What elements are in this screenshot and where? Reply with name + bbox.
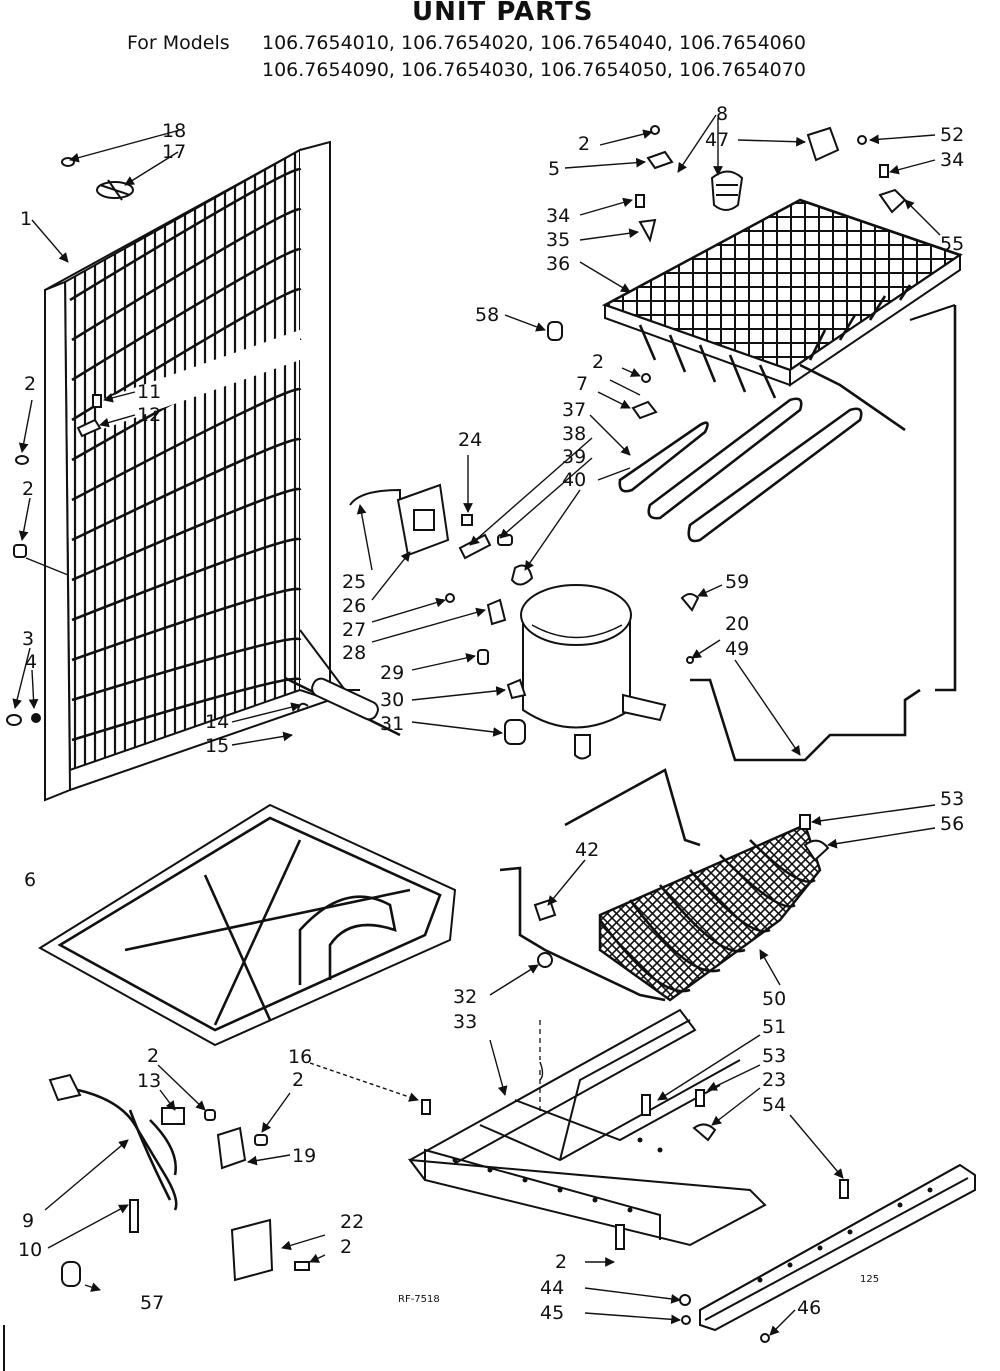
callout-40: 40: [562, 469, 586, 491]
callout-8: 8: [716, 103, 728, 125]
callout-29: 29: [380, 662, 404, 684]
callout-13: 13: [137, 1070, 161, 1092]
callout-26: 26: [342, 595, 366, 617]
callout-2-b: 2: [22, 478, 34, 500]
callout-44: 44: [540, 1277, 564, 1299]
callout-46: 46: [797, 1297, 821, 1319]
callout-58: 58: [475, 304, 499, 326]
drier: [284, 676, 401, 737]
callout-2-d: 2: [592, 351, 604, 373]
callout-2-c: 2: [578, 133, 590, 155]
callout-19: 19: [292, 1145, 316, 1167]
callout-28: 28: [342, 642, 366, 664]
callout-27: 27: [342, 619, 366, 641]
suction-tubes: [680, 593, 921, 762]
callout-2-h: 2: [555, 1251, 567, 1273]
models-prefix: For Models: [127, 32, 230, 54]
compressor: [477, 584, 667, 760]
drawing-code: RF-7518: [398, 1294, 440, 1305]
callout-24: 24: [458, 429, 482, 451]
callout-18: 18: [162, 120, 186, 142]
callout-38: 38: [562, 423, 586, 445]
callout-54: 54: [762, 1094, 786, 1116]
callout-23: 23: [762, 1069, 786, 1091]
callout-36: 36: [546, 253, 570, 275]
callout-2-a: 2: [24, 373, 36, 395]
callout-47: 47: [705, 129, 729, 151]
callout-53-a: 53: [940, 788, 964, 810]
callout-52: 52: [940, 124, 964, 146]
callout-31: 31: [380, 713, 404, 735]
callout-53-b: 53: [762, 1045, 786, 1067]
page-title: UNIT PARTS: [412, 0, 593, 27]
callout-39: 39: [562, 446, 586, 468]
callout-15: 15: [205, 735, 229, 757]
callout-labels: 18 17 1 11 12 2 2 3 4 14 15 2 5 8 47 52 …: [18, 103, 964, 1324]
grommet-58: [547, 321, 563, 341]
leader-lines: [12, 114, 941, 1336]
callout-2-e: 2: [292, 1069, 304, 1091]
callout-2-f: 2: [147, 1045, 159, 1067]
callout-34-b: 34: [546, 205, 570, 227]
callout-6: 6: [24, 869, 36, 891]
callout-3: 3: [22, 628, 34, 650]
callout-45: 45: [540, 1302, 564, 1324]
callout-22: 22: [340, 1211, 364, 1233]
callout-55: 55: [940, 233, 964, 255]
callout-34-a: 34: [940, 149, 964, 171]
callout-9: 9: [22, 1210, 34, 1232]
callout-50: 50: [762, 988, 786, 1010]
front-rail: [421, 1089, 976, 1343]
back-coil-condenser: [44, 140, 360, 802]
callout-10: 10: [18, 1239, 42, 1261]
condenser-coil: [499, 768, 830, 1002]
callout-4: 4: [25, 651, 37, 673]
callout-32: 32: [453, 986, 477, 1008]
power-cord: [48, 1073, 310, 1287]
header: UNIT PARTS For Models 106.7654010, 106.7…: [127, 0, 806, 81]
callout-33: 33: [453, 1011, 477, 1033]
base-frame: [407, 1008, 767, 1247]
evaporator-shelf: [601, 198, 963, 692]
callout-49: 49: [725, 638, 749, 660]
models-line-2: 106.7654090, 106.7654030, 106.7654050, 1…: [262, 59, 806, 81]
fan-blade-part: [61, 157, 134, 201]
callout-20: 20: [725, 613, 749, 635]
callout-2-g: 2: [340, 1236, 352, 1258]
relay-cover: [349, 483, 534, 626]
callout-37: 37: [562, 399, 586, 421]
callout-14: 14: [205, 711, 229, 733]
callout-57: 57: [140, 1292, 164, 1314]
callout-12: 12: [137, 404, 161, 426]
heater-loops: [609, 363, 906, 543]
callout-30: 30: [380, 689, 404, 711]
drain-pan: [38, 803, 457, 1047]
callout-35: 35: [546, 229, 570, 251]
top-fittings: [635, 125, 907, 243]
callout-7: 7: [576, 373, 588, 395]
callout-25: 25: [342, 571, 366, 593]
callout-5: 5: [548, 158, 560, 180]
callout-1: 1: [20, 208, 32, 230]
callout-51: 51: [762, 1016, 786, 1038]
callout-16: 16: [288, 1046, 312, 1068]
models-line-1: 106.7654010, 106.7654020, 106.7654040, 1…: [262, 32, 806, 54]
callout-59: 59: [725, 571, 749, 593]
callout-11: 11: [137, 381, 161, 403]
page-mark: 125: [860, 1274, 879, 1285]
callout-56: 56: [940, 813, 964, 835]
callout-42: 42: [575, 839, 599, 861]
left-clips: [6, 394, 102, 726]
callout-17: 17: [162, 141, 186, 163]
